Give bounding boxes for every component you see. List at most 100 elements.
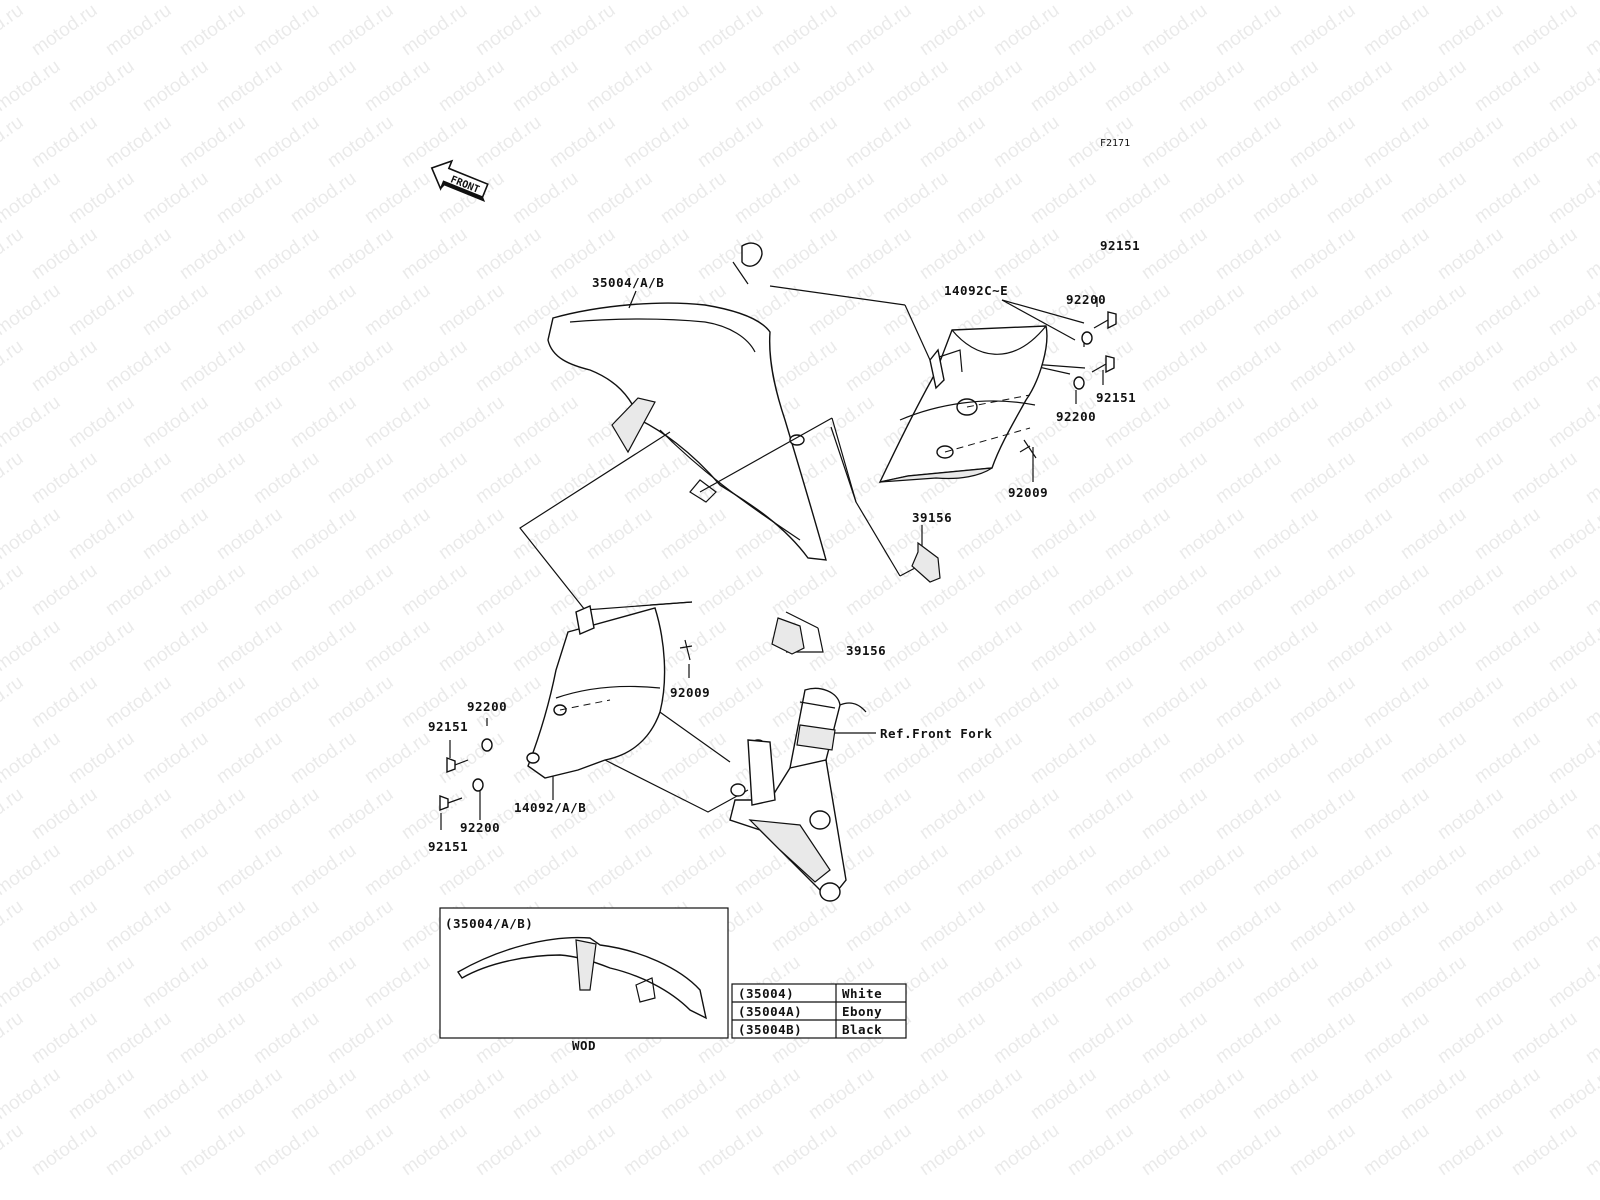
watermark-text: motod.ru bbox=[176, 336, 249, 396]
watermark-text: motod.ru bbox=[1286, 112, 1359, 172]
watermark-text: motod.ru bbox=[805, 392, 878, 452]
watermark-text: motod.ru bbox=[213, 616, 286, 676]
watermark-text: motod.ru bbox=[1471, 392, 1544, 452]
watermark-text: motod.ru bbox=[250, 1008, 323, 1068]
watermark-text: motod.ru bbox=[1249, 168, 1322, 228]
watermark-text: motod.ru bbox=[250, 112, 323, 172]
watermark-text: motod.ru bbox=[953, 0, 1026, 4]
watermark-text: motod.ru bbox=[0, 1064, 64, 1124]
watermark-text: motod.ru bbox=[250, 1120, 323, 1180]
watermark-text: motod.ru bbox=[1397, 280, 1470, 340]
watermark-text: motod.ru bbox=[1212, 672, 1285, 732]
watermark-text: motod.ru bbox=[1582, 224, 1600, 284]
callout-inner-cover-right: 14092C~E bbox=[944, 283, 1008, 298]
watermark-text: motod.ru bbox=[435, 0, 508, 4]
watermark-text: motod.ru bbox=[435, 392, 508, 452]
front-fender bbox=[547, 242, 827, 561]
watermark-text: motod.ru bbox=[1582, 112, 1600, 172]
watermark-text: motod.ru bbox=[1397, 728, 1470, 788]
watermark-text: motod.ru bbox=[990, 112, 1063, 172]
watermark-text: motod.ru bbox=[1027, 952, 1100, 1012]
watermark-text: motod.ru bbox=[1360, 112, 1433, 172]
watermark-text: motod.ru bbox=[139, 952, 212, 1012]
watermark-text: motod.ru bbox=[1323, 392, 1396, 452]
watermark-text: motod.ru bbox=[287, 952, 360, 1012]
watermark-text: motod.ru bbox=[65, 952, 138, 1012]
watermark-text: motod.ru bbox=[1175, 504, 1248, 564]
watermark-text: motod.ru bbox=[694, 560, 767, 620]
watermark-text: motod.ru bbox=[102, 112, 175, 172]
front-arrow-icon: FRONT bbox=[430, 159, 489, 202]
watermark-text: motod.ru bbox=[1545, 56, 1600, 116]
watermark-text: motod.ru bbox=[805, 0, 878, 4]
watermark-text: motod.ru bbox=[0, 896, 27, 956]
watermark-text: motod.ru bbox=[102, 336, 175, 396]
watermark-text: motod.ru bbox=[398, 560, 471, 620]
watermark-text: motod.ru bbox=[28, 336, 101, 396]
watermark-text: motod.ru bbox=[1397, 1064, 1470, 1124]
inset-title: (35004/A/B) bbox=[445, 916, 533, 931]
watermark-text: motod.ru bbox=[65, 168, 138, 228]
watermark-text: motod.ru bbox=[620, 0, 693, 60]
watermark-text: motod.ru bbox=[953, 952, 1026, 1012]
watermark-text: motod.ru bbox=[1175, 840, 1248, 900]
watermark-text: motod.ru bbox=[990, 560, 1063, 620]
watermark-text: motod.ru bbox=[1471, 1064, 1544, 1124]
watermark-text: motod.ru bbox=[398, 0, 471, 60]
watermark-text: motod.ru bbox=[731, 168, 804, 228]
watermark-text: motod.ru bbox=[139, 840, 212, 900]
watermark-text: motod.ru bbox=[0, 728, 64, 788]
watermark-text: motod.ru bbox=[213, 840, 286, 900]
watermark-text: motod.ru bbox=[398, 1120, 471, 1180]
watermark-text: motod.ru bbox=[324, 112, 397, 172]
watermark-text: motod.ru bbox=[1101, 840, 1174, 900]
watermark-text: motod.ru bbox=[509, 168, 582, 228]
watermark-text: motod.ru bbox=[1397, 168, 1470, 228]
watermark-text: motod.ru bbox=[546, 112, 619, 172]
watermark-text: motod.ru bbox=[509, 504, 582, 564]
watermark-text: motod.ru bbox=[1471, 168, 1544, 228]
watermark-text: motod.ru bbox=[102, 224, 175, 284]
watermark-text: motod.ru bbox=[250, 224, 323, 284]
watermark-text: motod.ru bbox=[990, 1008, 1063, 1068]
inset-caption: WOD bbox=[572, 1038, 596, 1053]
watermark-text: motod.ru bbox=[398, 224, 471, 284]
watermark-text: motod.ru bbox=[213, 0, 286, 4]
watermark-text: motod.ru bbox=[1360, 672, 1433, 732]
watermark-text: motod.ru bbox=[1508, 336, 1581, 396]
watermark-text: motod.ru bbox=[1138, 0, 1211, 60]
watermark-text: motod.ru bbox=[1175, 280, 1248, 340]
watermark-text: motod.ru bbox=[1175, 392, 1248, 452]
watermark-text: motod.ru bbox=[102, 560, 175, 620]
watermark-text: motod.ru bbox=[435, 280, 508, 340]
watermark-text: motod.ru bbox=[768, 112, 841, 172]
watermark-text: motod.ru bbox=[28, 112, 101, 172]
watermark-text: motod.ru bbox=[0, 1120, 27, 1180]
watermark-text: motod.ru bbox=[1545, 728, 1600, 788]
watermark-text: motod.ru bbox=[1360, 1120, 1433, 1180]
watermark-text: motod.ru bbox=[0, 672, 27, 732]
watermark-text: motod.ru bbox=[324, 1008, 397, 1068]
watermark-text: motod.ru bbox=[1286, 672, 1359, 732]
watermark-text: motod.ru bbox=[990, 896, 1063, 956]
watermark-text: motod.ru bbox=[657, 168, 730, 228]
watermark-text: motod.ru bbox=[361, 840, 434, 900]
watermark-text: motod.ru bbox=[842, 672, 915, 732]
watermark-text: motod.ru bbox=[1286, 1008, 1359, 1068]
watermark-text: motod.ru bbox=[176, 896, 249, 956]
watermark-text: motod.ru bbox=[0, 112, 27, 172]
watermark-text: motod.ru bbox=[509, 392, 582, 452]
watermark-text: motod.ru bbox=[1138, 336, 1211, 396]
watermark-text: motod.ru bbox=[0, 280, 64, 340]
watermark-text: motod.ru bbox=[1064, 1120, 1137, 1180]
watermark-text: motod.ru bbox=[0, 448, 27, 508]
bolt-icon bbox=[446, 756, 469, 774]
hardware-left bbox=[439, 639, 693, 812]
watermark-text: motod.ru bbox=[1434, 896, 1507, 956]
table-color-cell: Black bbox=[842, 1022, 882, 1037]
watermark-text: motod.ru bbox=[953, 504, 1026, 564]
watermark-text: motod.ru bbox=[731, 56, 804, 116]
watermark-text: motod.ru bbox=[1508, 224, 1581, 284]
watermark-text: motod.ru bbox=[1508, 448, 1581, 508]
watermark-text: motod.ru bbox=[1101, 0, 1174, 4]
